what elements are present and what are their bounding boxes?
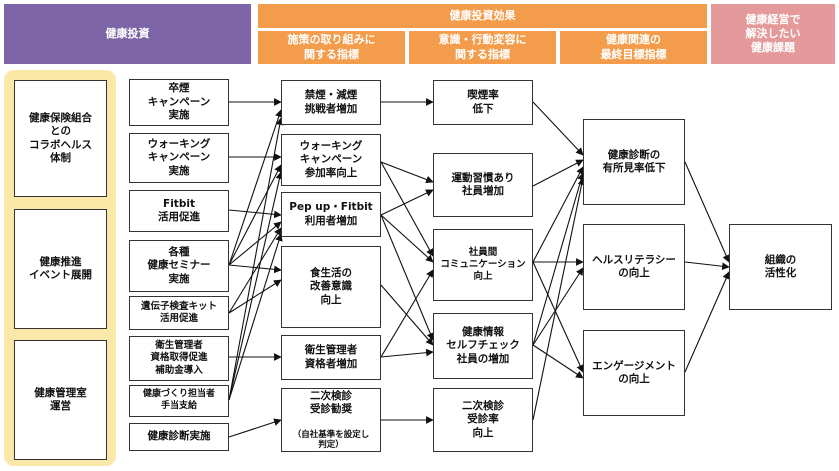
final-label: ヘルスリテラシー の向上 xyxy=(592,253,676,279)
header-effect: 健康投資効果 xyxy=(258,4,707,28)
behavior-exercise-habit: 運動習慣あり 社員増加 xyxy=(433,153,533,217)
indicator-label: 食生活の 改善意識 向上 xyxy=(310,266,352,306)
header-effect-behavior: 意識・行動変容に 関する指標 xyxy=(409,31,556,64)
header-effect-initiative: 施策の取り組みに 関する指標 xyxy=(258,31,405,64)
edge-b2-f1 xyxy=(532,159,584,187)
indicator-label: ウォーキング キャンペーン 参加率向上 xyxy=(299,139,363,179)
measure-dna-kit: 遺伝子検査キット 活用促進 xyxy=(129,296,229,330)
indicator-hygiene-managers: 衛生管理者 資格者増加 xyxy=(281,335,381,380)
edge-m4-i3 xyxy=(228,221,282,266)
edge-i5-b3 xyxy=(380,269,434,358)
behavior-secondary-exam-rate: 二次検診 受診率 向上 xyxy=(433,388,533,452)
goal-organization-vitalization: 組織の 活性化 xyxy=(729,224,832,310)
structure-collabo-health: 健康保険組合 との コラボヘルス 体制 xyxy=(14,80,107,197)
edge-f3-goal xyxy=(684,271,730,373)
structure-collabo-health-label: 健康保険組合 との コラボヘルス 体制 xyxy=(29,111,92,164)
edge-i3-b2 xyxy=(380,189,434,216)
edge-m7-i3 xyxy=(228,233,283,401)
edge-m7-i2 xyxy=(228,171,284,401)
edge-f1-goal xyxy=(684,161,730,263)
header-issues: 健康経営で 解決したい 健康課題 xyxy=(711,4,835,64)
edge-b3-f3 xyxy=(532,261,584,373)
indicator-pepup-fitbit-users: Pep up・Fitbit 利用者増加 xyxy=(281,192,381,237)
structure-health-room: 健康管理室 運営 xyxy=(14,340,107,460)
edge-i4-b4 xyxy=(380,284,434,346)
measure-walking-campaign: ウォーキング キャンペーン 実施 xyxy=(129,133,229,183)
measure-staff-allowance: 健康づくり担当者 手当支給 xyxy=(129,385,229,417)
header-investment: 健康投資 xyxy=(4,4,251,64)
header-effect-final-label: 健康関連の 最終目標指標 xyxy=(600,33,667,61)
edge-m4-i4 xyxy=(228,264,282,274)
header-effect-label: 健康投資効果 xyxy=(449,8,516,22)
measure-label: Fitbit 活用促進 xyxy=(158,197,200,223)
indicator-diet-awareness: 食生活の 改善意識 向上 xyxy=(281,246,381,328)
structure-health-events: 健康推進 イベント展開 xyxy=(14,209,107,329)
final-label: 健康診断の 有所見率低下 xyxy=(602,148,666,174)
edge-m3-i3 xyxy=(228,209,282,219)
edge-i3-b3 xyxy=(380,214,434,263)
measure-hygiene-manager-subsidy: 衛生管理者 資格取得促進 補助金導入 xyxy=(129,336,229,381)
measure-label: 健康づくり担当者 手当支給 xyxy=(142,389,215,411)
header-investment-label: 健康投資 xyxy=(105,26,150,40)
measure-smoking-campaign: 卒煙 キャンペーン 実施 xyxy=(129,79,229,126)
edge-i5-b4 xyxy=(380,348,434,358)
final-engagement: エンゲージメント の向上 xyxy=(583,330,685,416)
measure-fitbit: Fitbit 活用促進 xyxy=(129,190,229,232)
final-health-literacy: ヘルスリテラシー の向上 xyxy=(583,224,685,310)
indicator-smoking-challengers: 禁煙・減煙 挑戦者増加 xyxy=(281,80,381,125)
behavior-label: 二次検診 受診率 向上 xyxy=(462,399,504,439)
measure-health-checkup: 健康診断実施 xyxy=(129,423,229,451)
measure-label: ウォーキング キャンペーン 実施 xyxy=(147,137,211,177)
header-effect-behavior-label: 意識・行動変容に 関する指標 xyxy=(438,33,527,61)
behavior-smoking-rate: 喫煙率 低下 xyxy=(433,80,533,125)
indicator-label: 二次検診 受診勧奨 xyxy=(309,389,352,416)
edge-b4-f2 xyxy=(532,267,584,346)
final-abnormal-findings: 健康診断の 有所見率低下 xyxy=(583,119,685,205)
indicator-walking-participation: ウォーキング キャンペーン 参加率向上 xyxy=(281,134,381,186)
indicator-note: （自社基準を設定し 判定） xyxy=(292,429,370,451)
indicator-secondary-exam-wrap: 二次検診 受診勧奨 （自社基準を設定し 判定） xyxy=(293,376,370,464)
edge-b4-f1 xyxy=(532,172,585,346)
measure-label: 各種 健康セミナー 実施 xyxy=(147,245,211,285)
behavior-label: 喫煙率 低下 xyxy=(467,89,499,115)
indicator-label: Pep up・Fitbit 利用者増加 xyxy=(289,201,373,227)
indicator-label: 衛生管理者 資格者増加 xyxy=(304,344,358,370)
edge-b3-f1 xyxy=(532,166,584,263)
measure-label: 健康診断実施 xyxy=(147,430,211,443)
measure-label: 衛生管理者 資格取得促進 補助金導入 xyxy=(150,340,208,376)
edge-m8-i6 xyxy=(228,418,282,438)
structure-health-events-label: 健康推進 イベント展開 xyxy=(29,255,92,281)
edge-f2-goal xyxy=(684,261,730,271)
behavior-label: 健康情報 セルフチェック 社員の増加 xyxy=(446,325,520,365)
header-effect-final: 健康関連の 最終目標指標 xyxy=(560,31,707,64)
indicator-label: 禁煙・減煙 挑戦者増加 xyxy=(304,89,358,115)
edge-b5-f1 xyxy=(532,177,586,421)
goal-label: 組織の 活性化 xyxy=(764,253,797,279)
behavior-label: 社員間 コミュニケーション 向上 xyxy=(440,246,526,283)
behavior-communication: 社員間 コミュニケーション 向上 xyxy=(433,229,533,301)
edge-i2-b3 xyxy=(380,161,434,257)
edge-m4-i2 xyxy=(228,164,282,266)
measure-label: 遺伝子検査キット 活用促進 xyxy=(140,300,217,324)
behavior-label: 運動習慣あり 社員増加 xyxy=(451,171,515,197)
edge-b4-f3 xyxy=(532,344,584,379)
indicator-secondary-exam-recommendation: 二次検診 受診勧奨 （自社基準を設定し 判定） xyxy=(281,388,381,452)
measure-seminars: 各種 健康セミナー 実施 xyxy=(129,240,229,292)
structure-health-room-label: 健康管理室 運営 xyxy=(34,386,87,412)
behavior-self-check: 健康情報 セルフチェック 社員の増加 xyxy=(433,313,533,379)
edge-m5-i3 xyxy=(228,227,282,314)
edge-i2-b2 xyxy=(380,161,434,184)
edge-m4-i1 xyxy=(228,109,283,266)
edge-m7-i1 xyxy=(228,117,284,401)
edge-b1-f1 xyxy=(532,101,584,156)
edge-i3-b4 xyxy=(380,214,434,341)
measure-label: 卒煙 キャンペーン 実施 xyxy=(147,82,211,122)
final-label: エンゲージメント の向上 xyxy=(592,359,676,385)
header-issues-label: 健康経営で 解決したい 健康課題 xyxy=(745,12,801,55)
edge-m5-i4 xyxy=(228,279,282,314)
header-effect-initiative-label: 施策の取り組みに 関する指標 xyxy=(287,33,376,61)
